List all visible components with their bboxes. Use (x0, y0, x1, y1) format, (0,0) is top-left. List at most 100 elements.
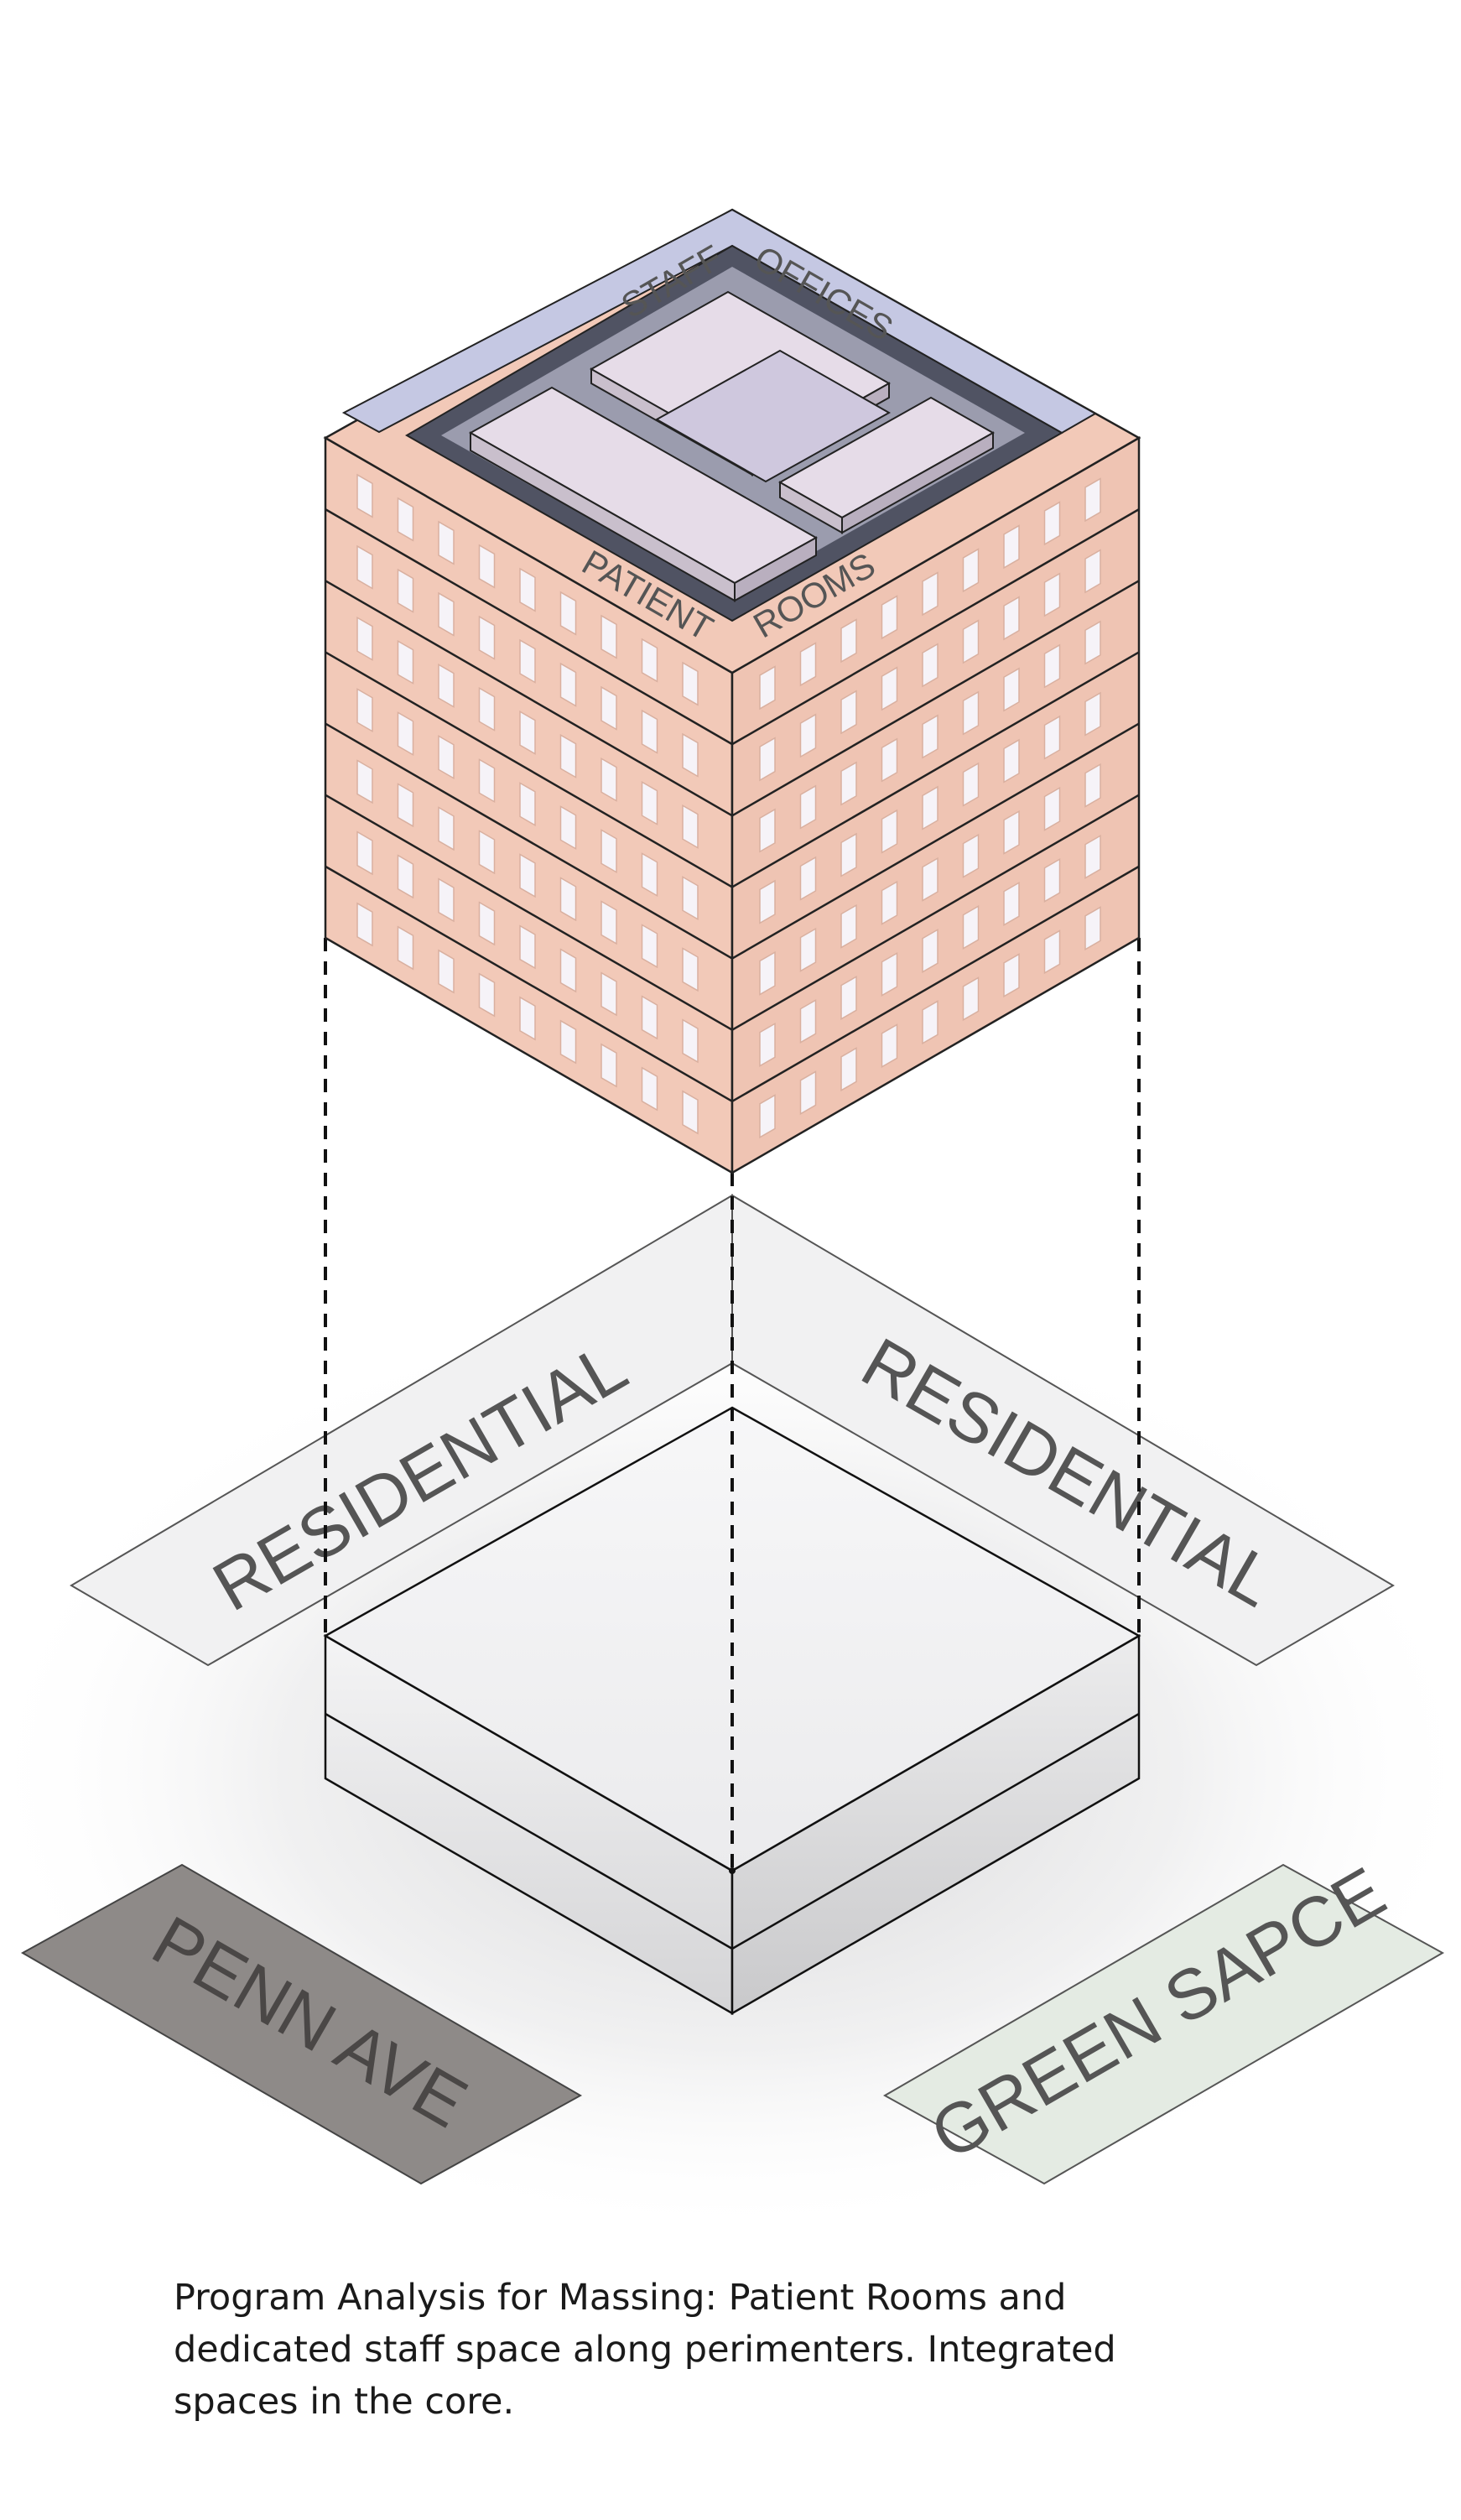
window (1084, 691, 1101, 737)
floor-line (325, 722, 1140, 961)
window (438, 591, 455, 637)
window (601, 1043, 617, 1088)
tower: STAFF OFFICES PATIENT ROOMS (323, 208, 1141, 1175)
window (559, 1019, 577, 1065)
window (519, 567, 536, 612)
window (840, 618, 857, 664)
window (1003, 524, 1020, 570)
window (1003, 596, 1020, 641)
window (1084, 477, 1101, 523)
window (397, 711, 414, 757)
window (922, 785, 938, 830)
core-rooms (468, 290, 996, 602)
window (922, 643, 938, 688)
window (799, 998, 817, 1044)
window (397, 854, 414, 899)
window (641, 1066, 658, 1112)
window (759, 808, 776, 853)
window (1084, 549, 1101, 594)
window (759, 665, 776, 711)
window (962, 833, 980, 878)
window (559, 662, 577, 707)
window (682, 876, 699, 921)
window (881, 595, 898, 640)
window (397, 925, 414, 971)
residential-right-zone (731, 1194, 1395, 1667)
window (682, 1018, 699, 1064)
window (601, 829, 617, 874)
window (881, 809, 898, 854)
green-space-zone (882, 1863, 1445, 2185)
window (1003, 738, 1020, 784)
window (641, 924, 658, 969)
window (519, 853, 536, 898)
window (682, 1090, 699, 1135)
window (478, 830, 496, 875)
podium (323, 1406, 1141, 2016)
window (922, 714, 938, 759)
window (601, 614, 617, 659)
window (601, 900, 617, 945)
window (1003, 810, 1020, 855)
caption-line-1: Program Analysis for Massing: Patient Ro… (174, 2277, 1067, 2319)
window (962, 762, 980, 807)
window (881, 737, 898, 783)
window (559, 877, 577, 922)
window (478, 544, 496, 589)
window (922, 856, 938, 902)
window (397, 639, 414, 685)
window (356, 473, 373, 518)
window (759, 1022, 776, 1067)
window (641, 780, 658, 825)
window (397, 497, 414, 542)
window (478, 758, 496, 804)
window (519, 996, 536, 1041)
window (356, 688, 373, 733)
window (799, 856, 817, 901)
caption: Program Analysis for Massing: Patient Ro… (174, 2272, 1264, 2428)
window (682, 732, 699, 778)
window (559, 805, 577, 851)
window (397, 783, 414, 828)
window (840, 975, 857, 1020)
window (922, 928, 938, 973)
window (1043, 857, 1061, 903)
window (962, 904, 980, 950)
window (759, 737, 776, 782)
window (881, 666, 898, 711)
window (1084, 906, 1101, 951)
window (356, 616, 373, 661)
window (682, 947, 699, 992)
window (397, 568, 414, 613)
window (438, 877, 455, 923)
window (438, 806, 455, 851)
window (881, 951, 898, 997)
window (1084, 763, 1101, 808)
window (962, 548, 980, 593)
floor-line (325, 865, 1140, 1103)
window (881, 880, 898, 925)
floor-line (325, 651, 1140, 888)
window (1043, 715, 1061, 760)
tower-left-windows (356, 473, 699, 1135)
window (519, 638, 536, 684)
window (478, 901, 496, 946)
window (962, 619, 980, 664)
window (759, 879, 776, 924)
window (1003, 881, 1020, 926)
window (799, 784, 817, 830)
window (1084, 620, 1101, 665)
window (519, 924, 536, 970)
window (881, 1023, 898, 1069)
tower-right-windows (759, 477, 1101, 1139)
window (922, 1000, 938, 1045)
window (601, 971, 617, 1017)
window (641, 638, 658, 683)
window (759, 1094, 776, 1139)
window (559, 948, 577, 993)
window (478, 972, 496, 1018)
window (438, 663, 455, 708)
window (1043, 572, 1061, 617)
podium-floor-line (325, 1712, 1140, 1950)
window (519, 710, 536, 755)
